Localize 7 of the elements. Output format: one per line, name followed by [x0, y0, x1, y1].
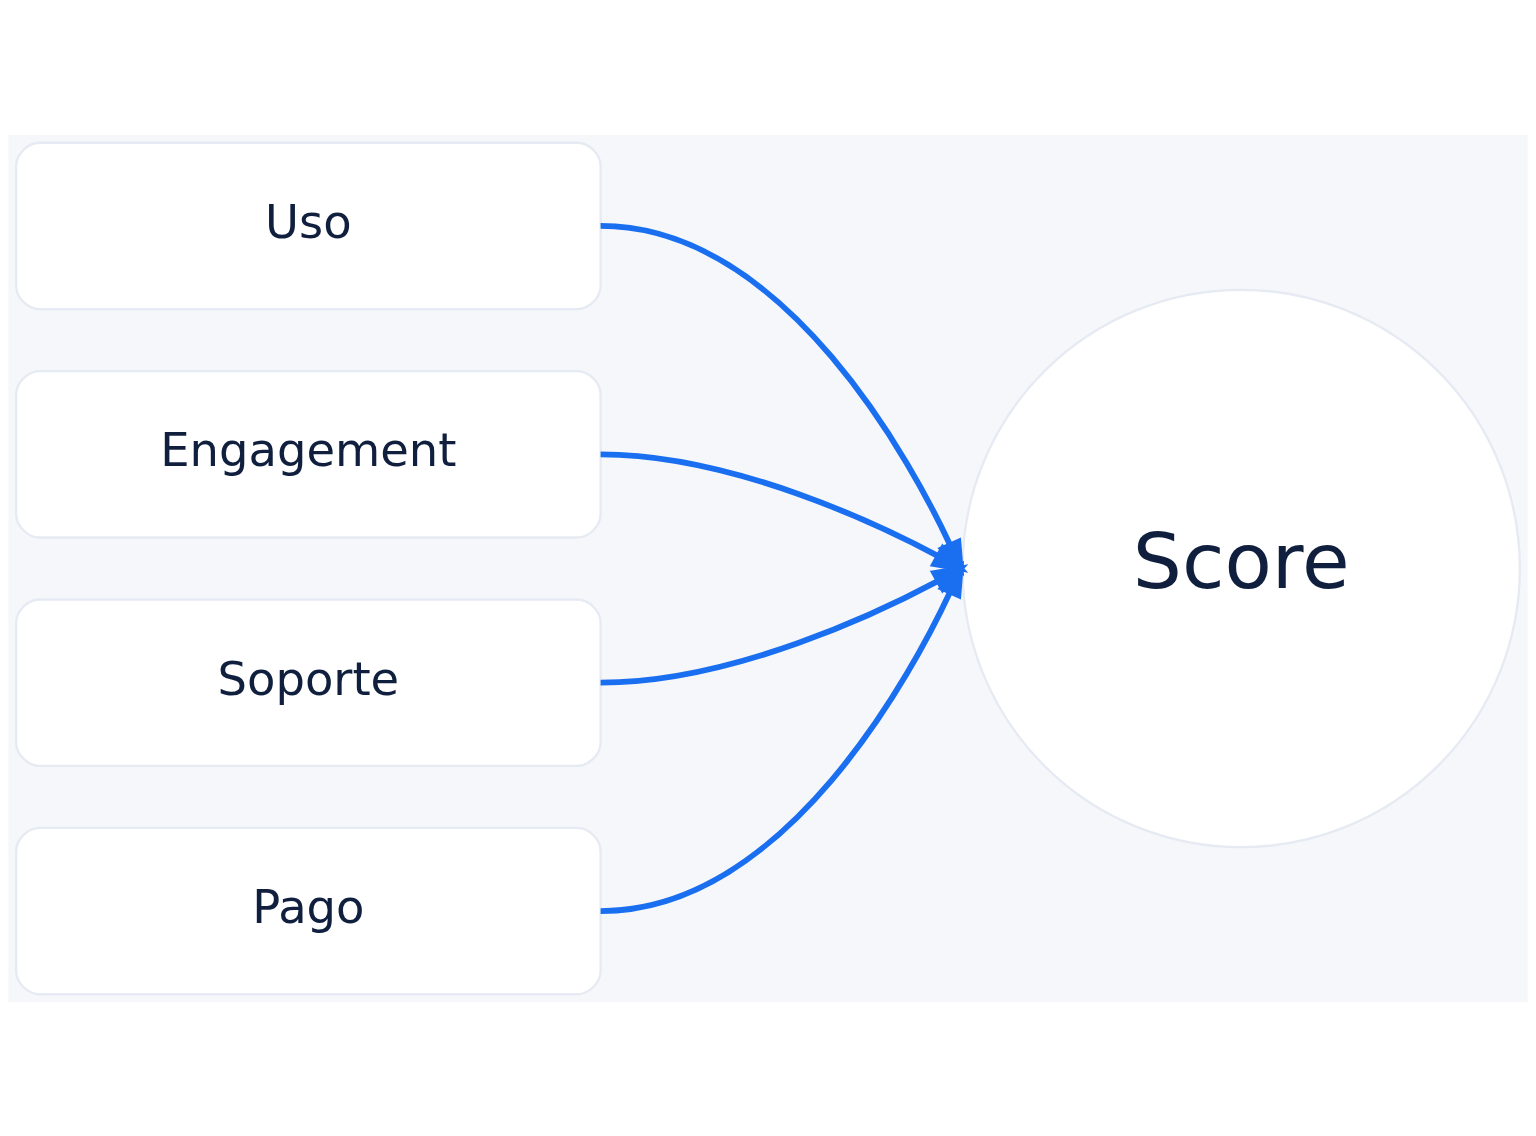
node-box: Pago	[15, 826, 602, 995]
node-box: Soporte	[15, 597, 602, 767]
node-box: Uso	[15, 141, 602, 310]
arrow	[600, 559, 965, 914]
node-box: Engagement	[15, 369, 602, 539]
arrow	[600, 450, 969, 573]
node-circle: Score	[961, 288, 1521, 848]
